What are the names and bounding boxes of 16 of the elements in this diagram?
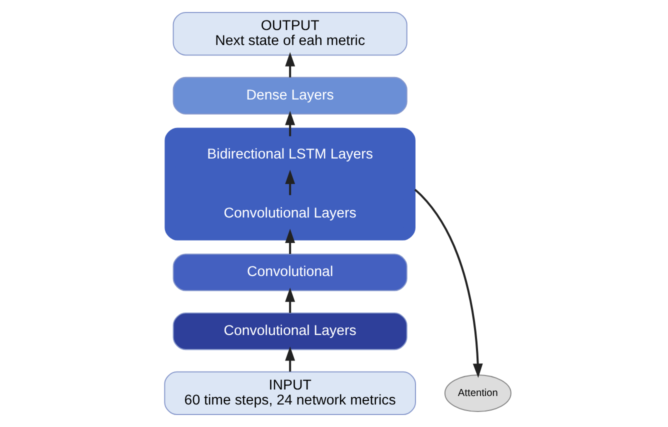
node-box: INPUT 60 time steps, 24 network metrics	[164, 371, 416, 416]
arrow	[285, 52, 296, 78]
node-box: Convolutional Layers	[172, 312, 408, 350]
node-box: Convolutional	[172, 254, 408, 292]
arrow	[285, 288, 296, 313]
node-box: OUTPUT Next state of eah metric	[172, 12, 408, 56]
cluster	[164, 128, 416, 240]
arrow	[285, 346, 296, 372]
arrow	[285, 228, 296, 254]
arrow	[285, 110, 296, 136]
node-text: Bidirectional LSTM Layers	[207, 146, 373, 162]
node-text: Convolutional Layers	[224, 205, 356, 222]
node-ellipse: Attention	[444, 374, 512, 412]
node-box: Dense Layers	[172, 76, 408, 114]
arrow	[285, 170, 296, 196]
arrow	[414, 188, 483, 378]
